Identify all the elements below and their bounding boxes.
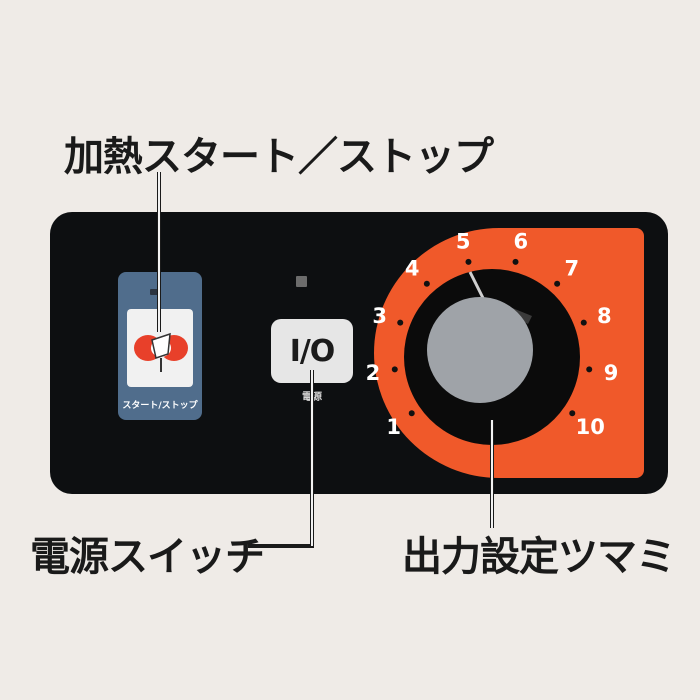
heat-pot-icon	[134, 332, 188, 372]
dial-number-8: 8	[597, 304, 612, 328]
dial-dot-6	[512, 258, 519, 265]
dial-number-9: 9	[604, 361, 619, 385]
dial-dot-10	[569, 410, 576, 417]
dial-dot-8	[580, 319, 587, 326]
dial-number-10: 10	[576, 415, 605, 439]
power-symbol: I/O	[289, 333, 336, 369]
power-indicator-led	[296, 276, 307, 287]
dial-number-1: 1	[386, 415, 401, 439]
dial-pointer	[468, 271, 485, 299]
dial-dot-2	[391, 366, 398, 373]
dial-number-3: 3	[372, 304, 387, 328]
heat-button-caption: スタート/ストップ	[122, 401, 198, 411]
output-dial-label: 出力設定ツマミ	[402, 534, 676, 580]
output-dial-knob[interactable]	[427, 297, 533, 403]
power-switch-label: 電源スイッチ	[30, 534, 265, 580]
dial-dot-7	[554, 280, 561, 287]
heat-indicator-led	[150, 289, 159, 295]
dial-number-2: 2	[366, 361, 381, 385]
heat-start-stop-label: 加熱スタート／ストップ	[64, 134, 494, 180]
dial-number-5: 5	[456, 230, 471, 254]
dial-dot-3	[397, 319, 404, 326]
dial-number-7: 7	[564, 256, 579, 280]
dial-number-4: 4	[405, 256, 420, 280]
dial-number-6: 6	[513, 230, 528, 254]
dial-dot-9	[586, 366, 593, 373]
dial-dot-4	[423, 280, 430, 287]
power-leader-line	[248, 370, 314, 548]
dial-dot-1	[408, 410, 415, 417]
dial-dot-5	[465, 258, 472, 265]
